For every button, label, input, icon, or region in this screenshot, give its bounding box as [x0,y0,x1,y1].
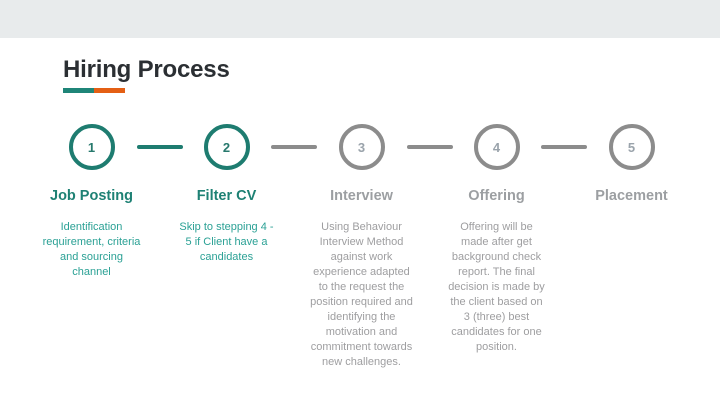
step-interview: 3 Interview Using Behaviour Interview Me… [294,0,429,405]
step-circle: 3 [338,124,385,170]
step-circle: 1 [68,124,115,170]
step-description: Using Behaviour Interview Method against… [310,221,413,368]
step-label: Placement [595,188,668,204]
step-label: Offering [468,188,525,204]
step-offering: 4 Offering Offering will be made after g… [429,0,564,405]
step-placement: 5 Placement [564,0,699,405]
step-number: 4 [492,139,501,155]
step-description: Skip to stepping 4 - 5 if Client have a … [179,221,274,263]
step-circle: 2 [203,124,250,170]
page-title: Hiring Process [63,56,230,83]
title-underline [63,88,125,93]
step-circle: 5 [608,124,655,170]
step-description: Offering will be made after get backgrou… [448,221,545,353]
connector-step2-step3 [271,145,317,149]
process-steps: 1 Job Posting Identification requirement… [24,0,699,405]
step-description: Identification requirement, criteria and… [42,221,141,278]
step-number: 1 [87,139,96,155]
underline-teal-segment [63,88,94,93]
step-circle: 4 [473,124,520,170]
step-label: Filter CV [196,188,257,204]
step-number: 5 [627,139,636,155]
connector-step4-step5 [541,145,587,149]
step-label: Job Posting [50,188,133,204]
step-filter-cv: 2 Filter CV Skip to stepping 4 - 5 if Cl… [159,0,294,405]
step-label: Interview [330,188,393,204]
top-accent-bar [0,0,720,38]
step-number: 2 [222,139,231,155]
underline-orange-segment [94,88,125,93]
connector-step1-step2 [137,145,183,149]
connector-step3-step4 [407,145,453,149]
step-job-posting: 1 Job Posting Identification requirement… [24,0,159,405]
step-number: 3 [357,139,366,155]
